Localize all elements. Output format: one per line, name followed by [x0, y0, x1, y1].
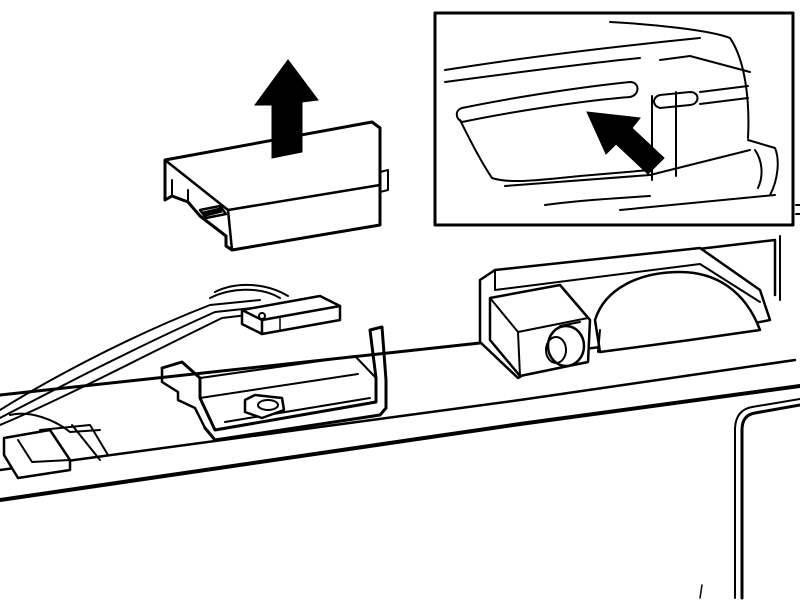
body-panel: [0, 235, 800, 600]
wiring-harness: [0, 283, 289, 433]
connector-block: [2, 424, 109, 480]
motor-unit: [478, 246, 772, 380]
arrow-up-icon: [254, 59, 319, 159]
microswitch: [240, 294, 342, 336]
switch-bracket: [160, 325, 388, 442]
arrow-up-left-icon: [586, 111, 665, 175]
edge-marks: [795, 204, 800, 215]
switch-cover: [163, 120, 389, 252]
